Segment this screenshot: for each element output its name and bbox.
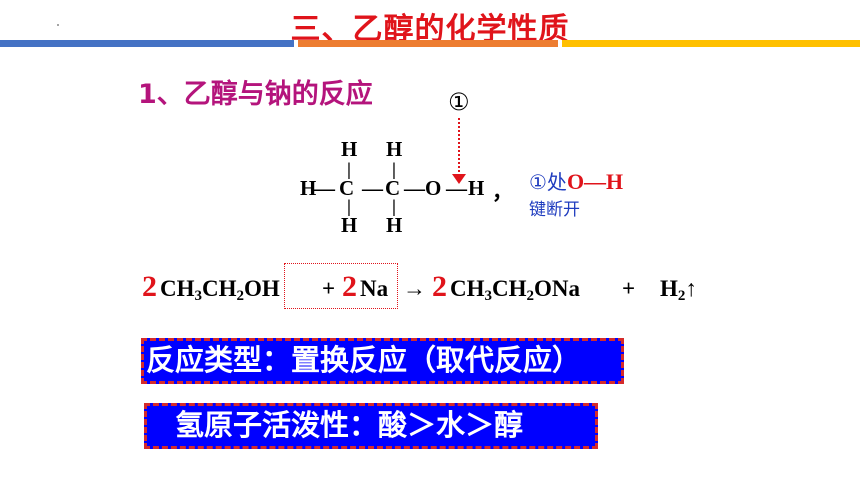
bond-c1-c2: — xyxy=(362,176,383,200)
atom-h-right: H xyxy=(468,176,485,200)
atom-h-top-1: H xyxy=(341,137,358,161)
coefficient-ethanol: 2 xyxy=(142,270,157,303)
plus-sign-1: + xyxy=(322,276,336,301)
decor-dot xyxy=(57,24,59,26)
bond-break-note: ①处O—H xyxy=(529,166,623,195)
atom-c2: C xyxy=(385,176,401,200)
bond-vertical-top-1: | xyxy=(347,159,351,179)
coefficient-product: 2 xyxy=(432,270,447,303)
atom-h-bottom-1: H xyxy=(341,213,358,237)
header-bar-orange xyxy=(298,40,558,47)
bond-h-c1: — xyxy=(314,176,335,200)
oh-highlight-box xyxy=(284,263,398,309)
plus-sign-2: + xyxy=(622,276,636,301)
bond-o-h: — xyxy=(446,176,467,200)
marker-arrow-head xyxy=(452,174,466,184)
formula-sodium: Na xyxy=(360,276,389,301)
bond-vertical-bottom-1: | xyxy=(347,196,351,216)
atom-o: O xyxy=(425,176,442,200)
header-bar-blue xyxy=(0,40,294,47)
reaction-type-box: 反应类型：置换反应（取代反应） xyxy=(141,338,624,384)
formula-ethanol: CH3CH2OH xyxy=(160,276,280,304)
atom-h-left: H xyxy=(300,176,317,200)
bond-vertical-top-2: | xyxy=(392,159,396,179)
atom-c1: C xyxy=(339,176,355,200)
note-bond: O—H xyxy=(566,169,624,194)
hydrogen-activity-box: 氢原子活泼性：酸＞水＞醇 xyxy=(144,403,598,449)
formula-comma: ， xyxy=(492,180,513,204)
bond-vertical-bottom-2: | xyxy=(392,196,396,216)
note-prefix: ①处 xyxy=(529,170,567,194)
bond-break-note-line2: 键断开 xyxy=(529,200,580,220)
atom-h-top-2: H xyxy=(386,137,403,161)
bond-c2-o: — xyxy=(404,176,425,200)
formula-hydrogen: H2↑ xyxy=(660,276,697,304)
coefficient-sodium: 2 xyxy=(342,270,357,303)
reaction-arrow: → xyxy=(403,276,426,301)
section-heading: 1、乙醇与钠的反应 xyxy=(138,79,373,110)
bond-marker-label: ① xyxy=(448,88,470,116)
formula-sodium-ethoxide: CH3CH2ONa xyxy=(450,276,581,304)
marker-arrow-line xyxy=(458,118,460,176)
atom-h-bottom-2: H xyxy=(386,213,403,237)
header-bar-yellow xyxy=(562,40,860,47)
